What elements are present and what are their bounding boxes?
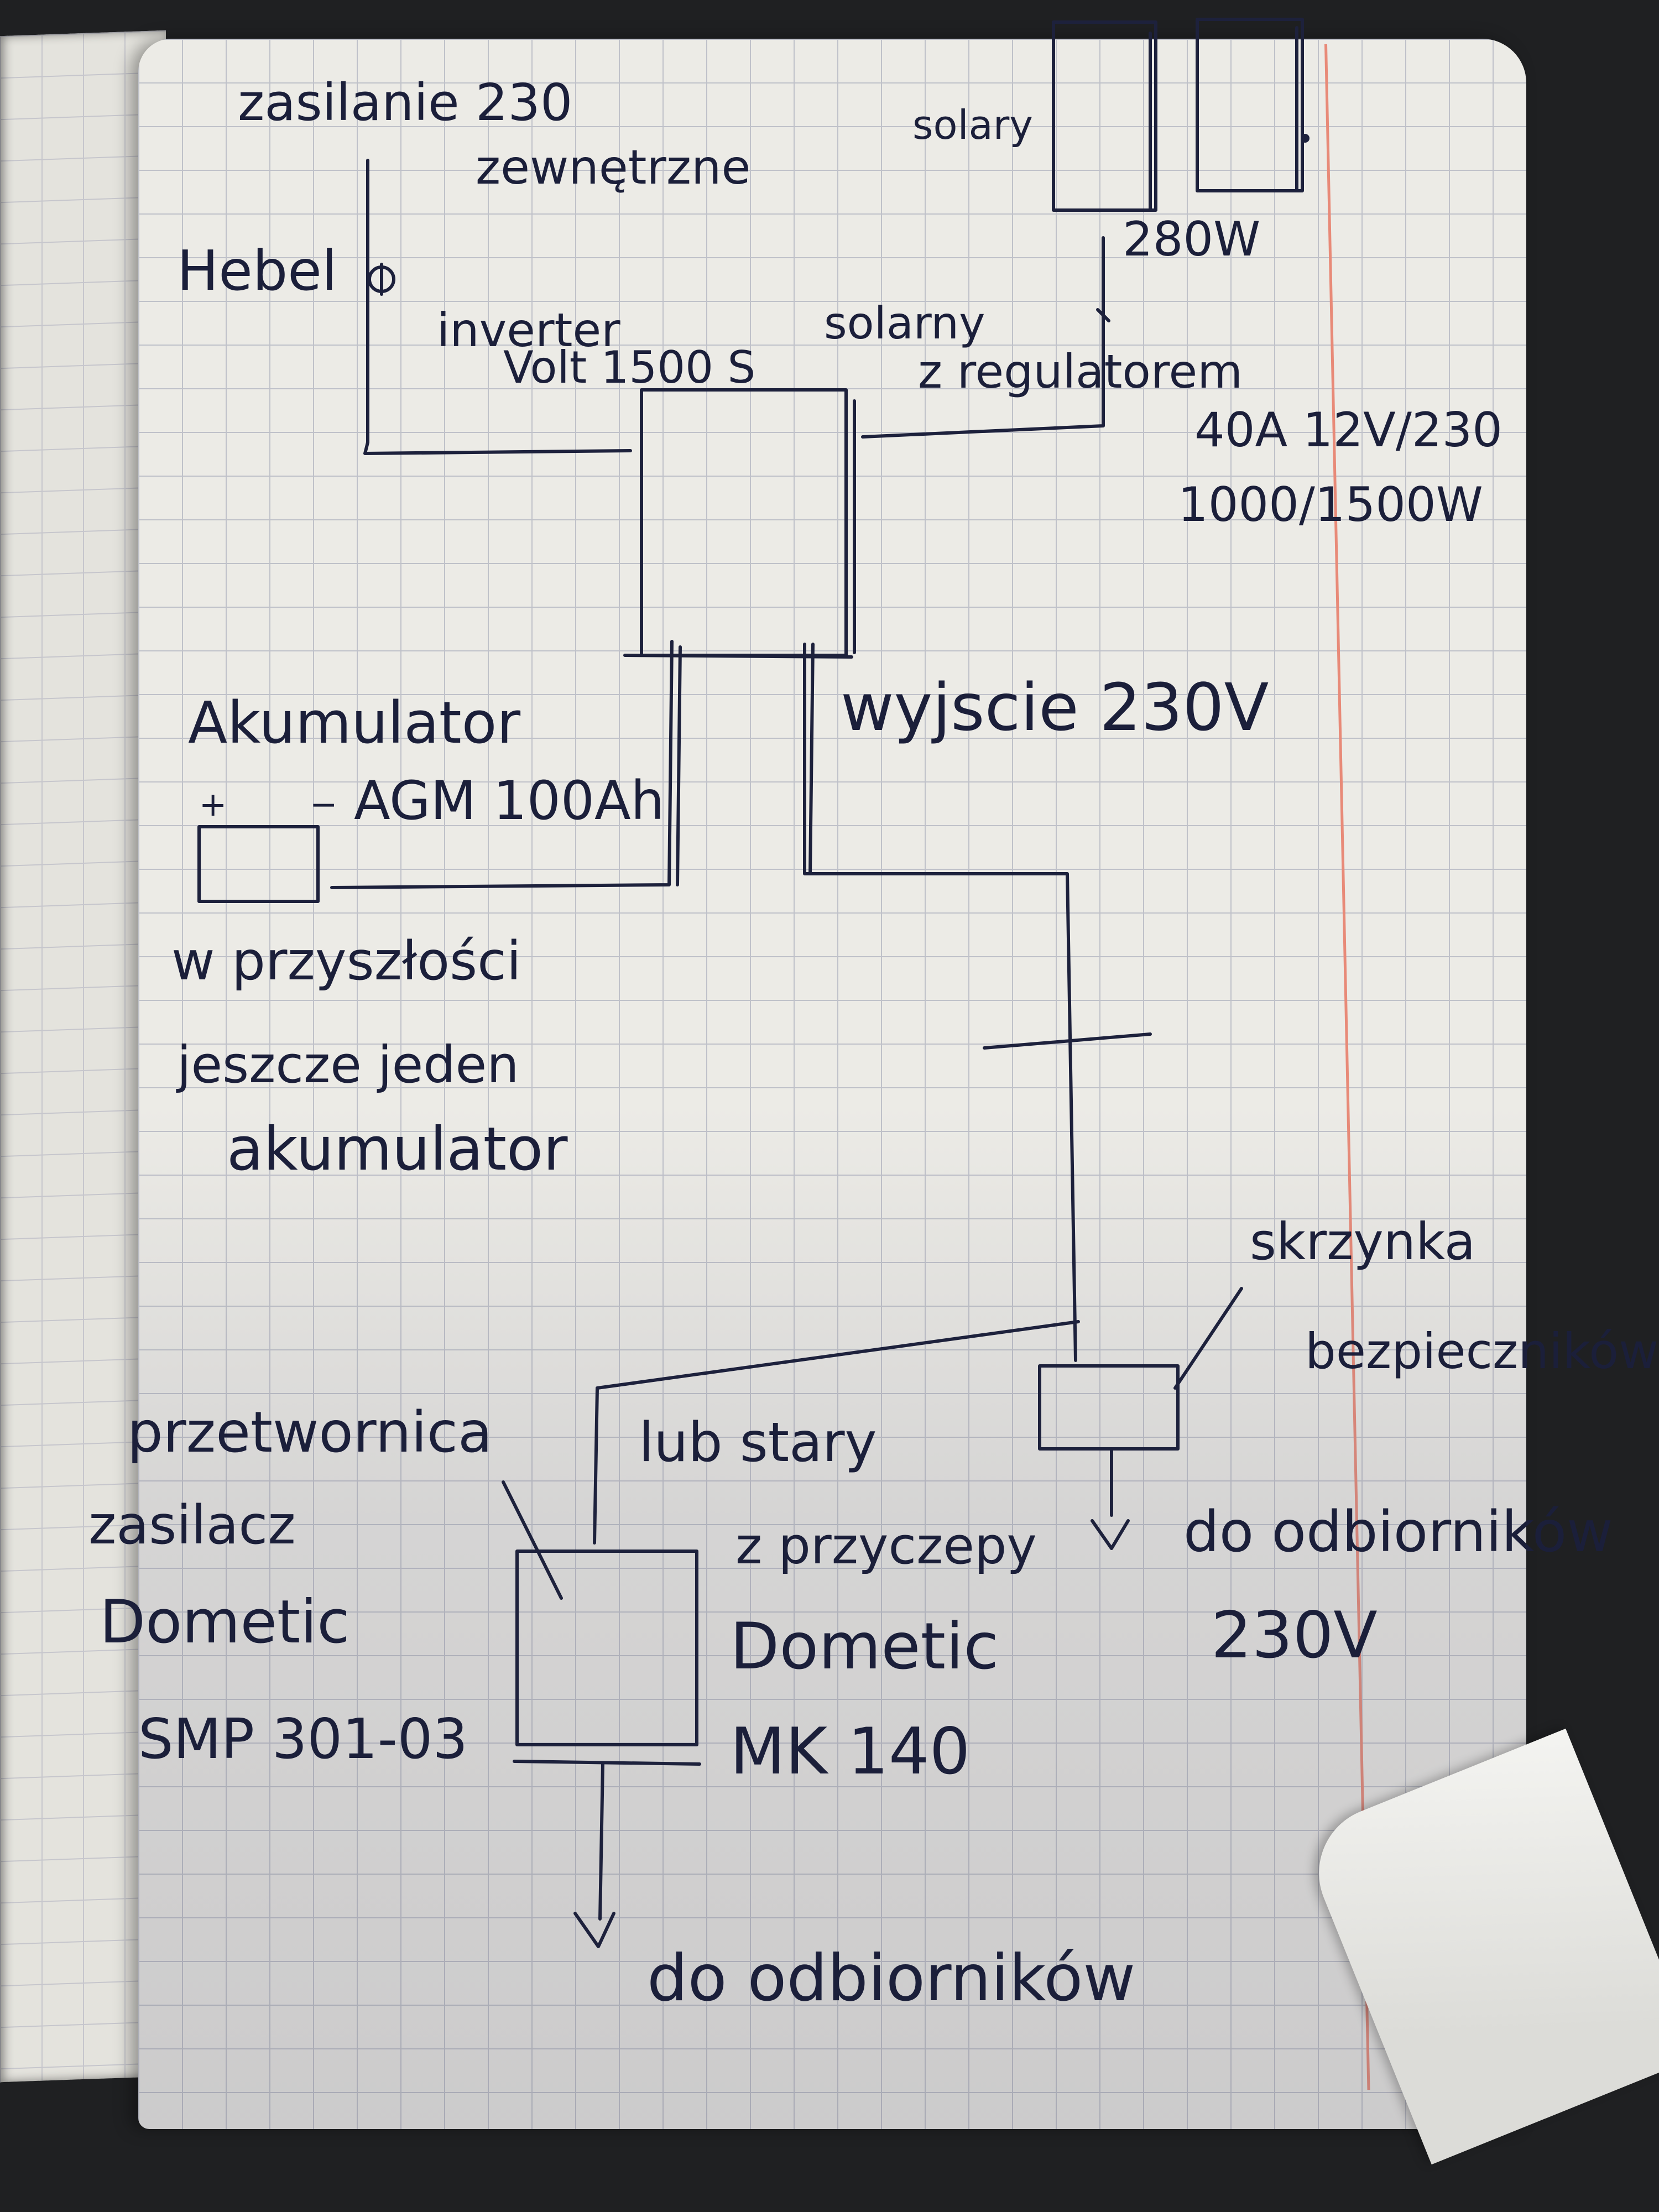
- regulator-label-1: solarny: [824, 298, 985, 349]
- converter-label-2: zasilacz: [88, 1494, 296, 1556]
- alt-model: MK 140: [730, 1714, 971, 1789]
- inverter-base: [623, 654, 853, 659]
- solar-label: solary: [912, 102, 1033, 148]
- alt-brand: Dometic: [730, 1609, 999, 1684]
- battery-type: AGM 100Ah: [354, 770, 665, 832]
- alt-note-2: z przyczepy: [735, 1516, 1037, 1575]
- fuse-label-pointer: [1173, 1287, 1243, 1390]
- fuse-to-converter-wire: [593, 1320, 1080, 1545]
- inverter-specs-2: 1000/1500W: [1178, 477, 1483, 533]
- future-note-2: jeszcze jeden: [177, 1035, 519, 1094]
- battery-plus: +: [199, 785, 227, 824]
- switch-label: Hebel: [177, 238, 337, 303]
- consumers-230-label: do odbiorników: [1183, 1499, 1613, 1565]
- output-label: wyjscie 230V: [841, 669, 1269, 745]
- battery-wire-1: [330, 640, 674, 889]
- future-note-3: akumulator: [227, 1115, 568, 1184]
- solar-wire-tick: [1096, 308, 1110, 322]
- converter-model: SMP 301-03: [138, 1707, 468, 1771]
- consumers-12v-label: do odbiorników: [647, 1941, 1136, 2016]
- mains-label-1: zasilanie 230: [238, 73, 573, 132]
- converter-label-3: Dometic: [100, 1588, 350, 1657]
- solar-panel-2: [1196, 18, 1304, 192]
- converter-base: [513, 1760, 701, 1766]
- output-crossbar: [983, 1032, 1152, 1050]
- fuse-label-2: bezpieczników: [1305, 1323, 1659, 1380]
- battery-wire-2: [676, 645, 682, 886]
- fuse-label-1: skrzynka: [1250, 1212, 1476, 1271]
- inverter-label-1: inverter: [437, 303, 620, 357]
- inverter-specs-1: 40A 12V/230: [1194, 403, 1503, 458]
- solar-power: 280W: [1123, 212, 1261, 267]
- battery-label: Akumulator: [188, 689, 521, 757]
- regulator-label-2: z regulatorem: [918, 345, 1243, 399]
- solar-panel-terminal: [1301, 134, 1310, 143]
- battery-symbol: [197, 825, 320, 903]
- future-note-1: w przyszłości: [171, 930, 521, 992]
- inverter-label-2: Volt 1500 S: [503, 342, 756, 393]
- converter-label-1: przetwornica: [127, 1400, 493, 1465]
- mains-label-2: zewnętrzne: [476, 140, 751, 195]
- converter-out-wire: [598, 1762, 604, 1921]
- solar-panel-1: [1052, 20, 1157, 212]
- arrow-12v: [573, 1912, 615, 1948]
- fuse-box: [1038, 1364, 1180, 1451]
- arrow-230: [1091, 1519, 1130, 1550]
- converter-label-pointer: [502, 1480, 563, 1600]
- converter-box: [515, 1550, 698, 1746]
- battery-minus: −: [310, 785, 338, 824]
- notebook-page: [138, 39, 1526, 2129]
- solar-wire: [861, 236, 1105, 439]
- alt-note: lub stary: [639, 1411, 877, 1474]
- shadow-overlay: [138, 1106, 1526, 2129]
- output-wire-2: [808, 643, 815, 875]
- output-wire: [803, 643, 1077, 1362]
- consumers-230-voltage: 230V: [1211, 1598, 1378, 1673]
- mains-wire: [363, 159, 632, 455]
- inverter-box: [640, 388, 848, 657]
